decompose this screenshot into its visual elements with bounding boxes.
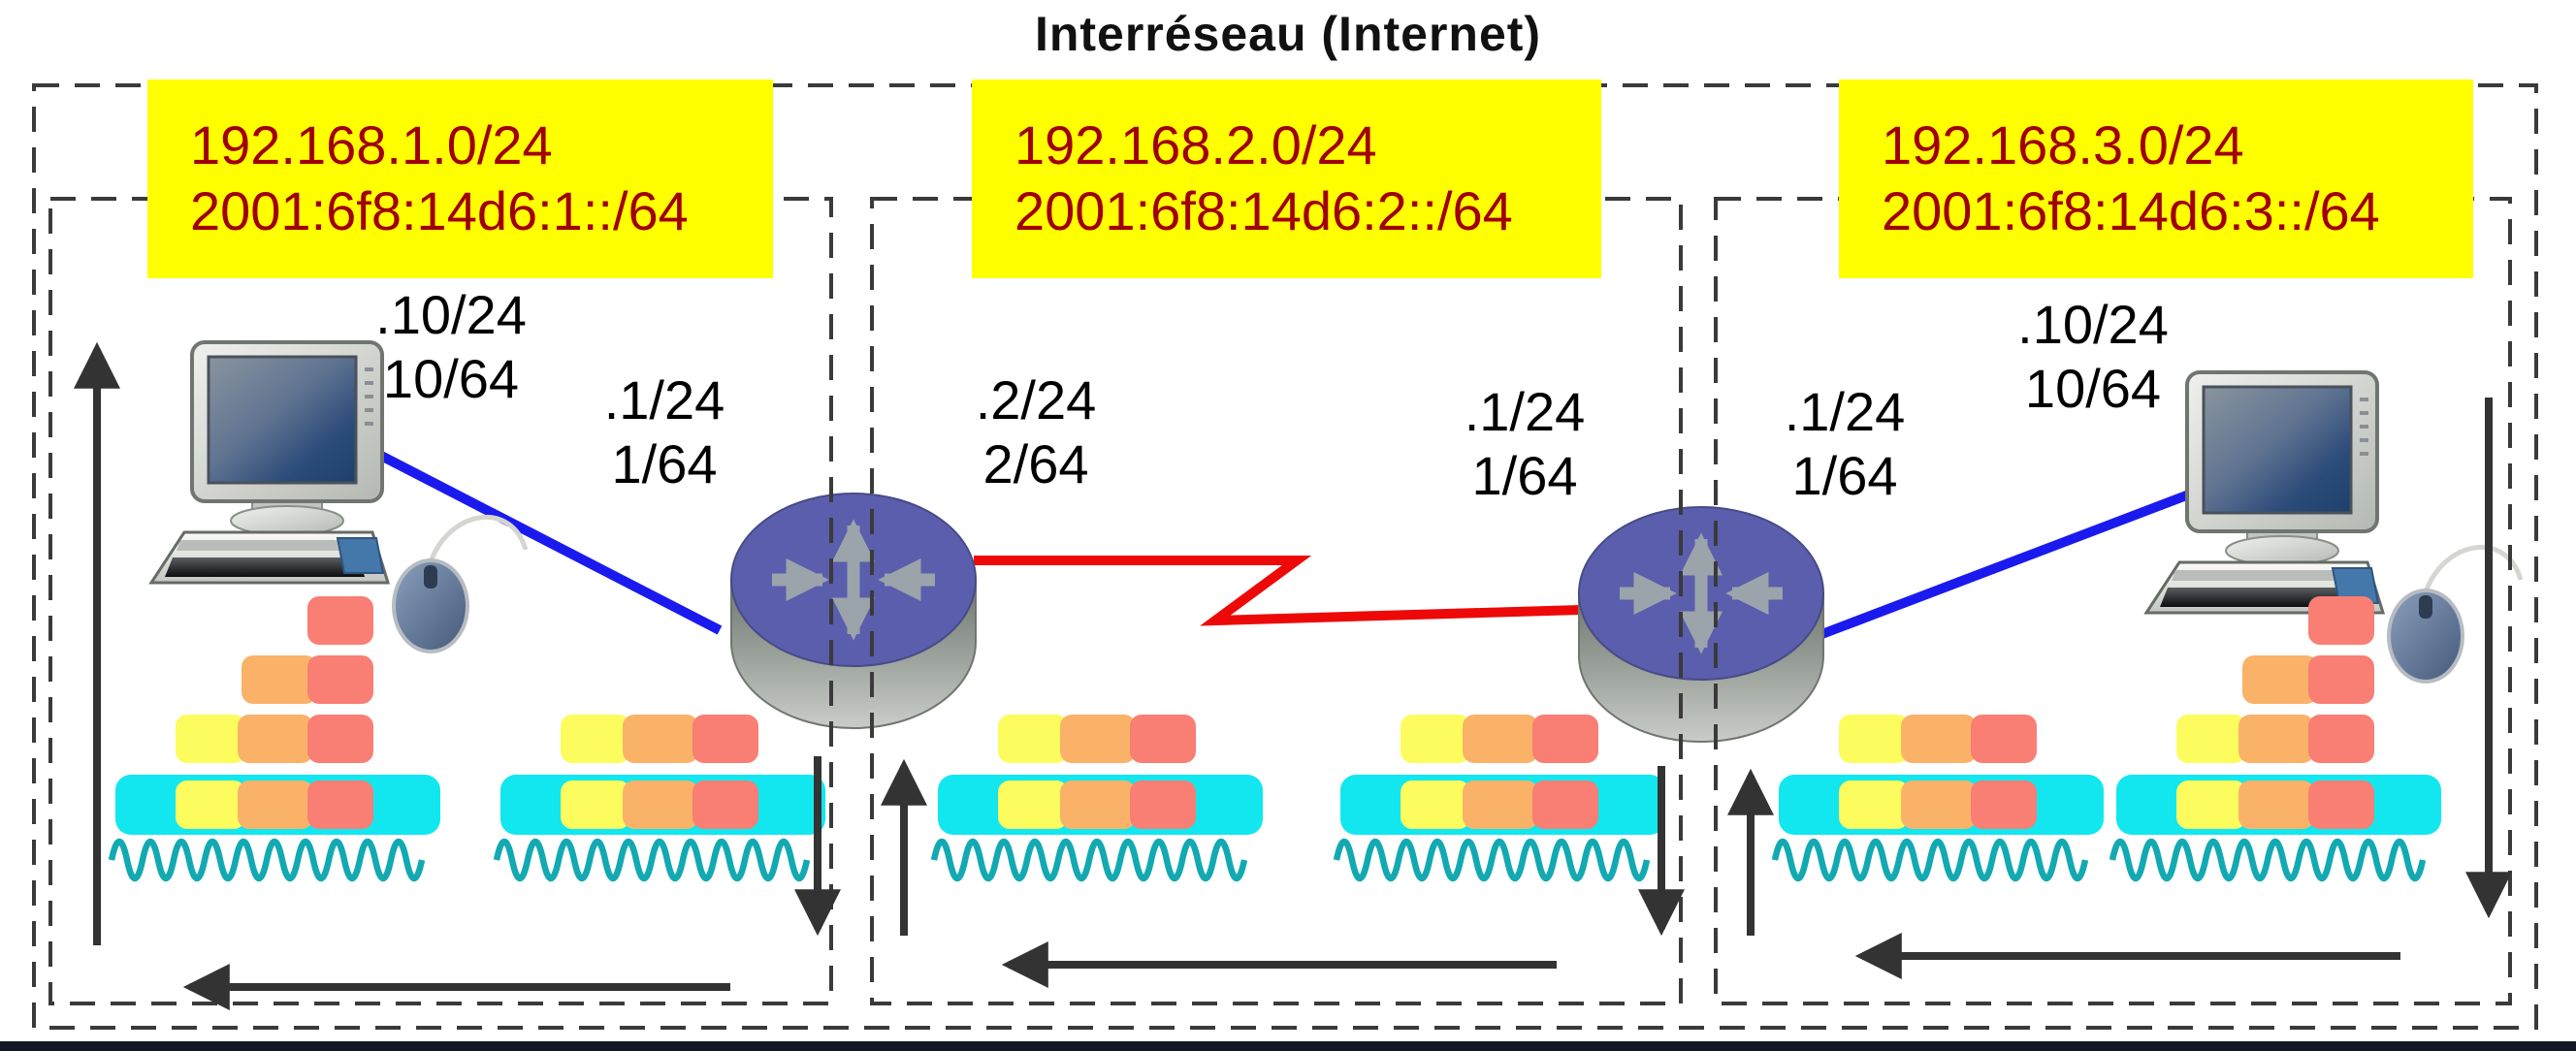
router-2-right-ipv4: .1/24 [1784, 381, 1906, 442]
router-2-left-interface-label: .1/24 1/64 [1447, 380, 1602, 508]
subnet-1-address-label: 192.168.1.0/24 2001:6f8:14d6:1::/64 [147, 80, 773, 278]
protocol-stack-router2-subnet2 [1336, 715, 1665, 878]
subnet-3-ipv4: 192.168.3.0/24 [1882, 114, 2244, 175]
host-1-interface-label: .10/24 10/64 [339, 283, 563, 411]
router-1-left-ipv4: .1/24 [603, 369, 725, 430]
router-2-icon [1579, 507, 1823, 742]
subnet-3-ipv6: 2001:6f8:14d6:3::/64 [1882, 180, 2380, 241]
internet-boundary-box [32, 83, 2538, 1030]
host-1-ipv6: 10/64 [382, 348, 520, 409]
serial-link-router1-router2 [974, 556, 1582, 626]
subnet-1-ipv6: 2001:6f8:14d6:1::/64 [190, 180, 689, 241]
host-1-ipv4: .10/24 [375, 284, 527, 345]
router-1-left-interface-label: .1/24 1/64 [582, 368, 747, 496]
protocol-stack-router2-subnet3 [1775, 715, 2104, 878]
host-2-ipv4: .10/24 [2017, 294, 2169, 355]
protocol-stack-router1-subnet1 [497, 715, 825, 878]
router-2-left-ipv4: .1/24 [1464, 381, 1586, 442]
subnet-1-ipv4: 192.168.1.0/24 [190, 114, 553, 175]
bottom-edge-bar [0, 1041, 2576, 1051]
router-1-icon [731, 494, 976, 728]
router-2-right-ipv6: 1/64 [1791, 445, 1898, 506]
router-1-right-ipv6: 2/64 [982, 433, 1089, 494]
host-2-interface-label: .10/24 10/64 [1996, 293, 2190, 421]
router-2-right-interface-label: .1/24 1/64 [1767, 380, 1922, 508]
ethernet-link-host1-router1 [378, 451, 723, 635]
router-2-left-ipv6: 1/64 [1471, 445, 1578, 506]
protocol-stack-router1-subnet2 [934, 715, 1263, 878]
subnet-2-address-label: 192.168.2.0/24 2001:6f8:14d6:2::/64 [972, 80, 1601, 278]
subnet-2-box [870, 197, 1683, 1005]
subnet-2-ipv6: 2001:6f8:14d6:2::/64 [1014, 180, 1513, 241]
ethernet-link-router2-host2 [1818, 490, 2191, 640]
protocol-stack-host-1 [112, 596, 440, 878]
subnet-3-address-label: 192.168.3.0/24 2001:6f8:14d6:3::/64 [1839, 80, 2473, 278]
subnet-2-ipv4: 192.168.2.0/24 [1014, 114, 1377, 175]
subnet-3-box [1714, 197, 2512, 1005]
host-2-ipv6: 10/64 [2024, 358, 2162, 419]
router-1-right-ipv4: .2/24 [975, 369, 1097, 430]
router-1-right-interface-label: .2/24 2/64 [958, 368, 1113, 496]
diagram-title: Interréseau (Internet) [1034, 7, 1542, 61]
router-1-left-ipv6: 1/64 [611, 433, 718, 494]
